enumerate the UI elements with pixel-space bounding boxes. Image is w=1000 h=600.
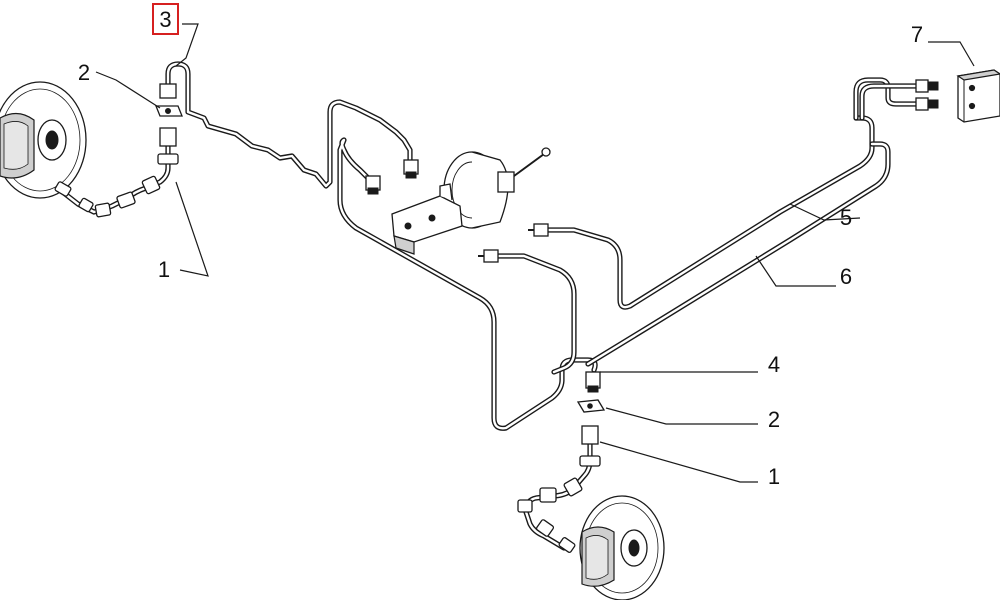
right-upper-pipes xyxy=(853,77,939,121)
callout-highlight-box xyxy=(152,3,179,35)
callout-label: 7 xyxy=(911,22,923,47)
callout-2-left: 2 xyxy=(78,60,90,85)
callout-3: 3 xyxy=(152,3,179,35)
callout-6: 6 xyxy=(840,264,852,289)
callout-label: 6 xyxy=(840,264,852,289)
callout-5: 5 xyxy=(840,205,852,230)
callout-label: 5 xyxy=(840,205,852,230)
callout-1-lower: 1 xyxy=(768,464,780,489)
left-clip xyxy=(155,105,183,117)
callout-1-left: 1 xyxy=(158,257,170,282)
lower-clip xyxy=(576,399,606,413)
middle-pipes xyxy=(478,115,891,375)
callout-label: 4 xyxy=(768,352,780,377)
brake-booster-master-cylinder xyxy=(391,147,551,255)
callout-4: 4 xyxy=(768,352,780,377)
callout-2-lower: 2 xyxy=(768,407,780,432)
lower-brake-disc xyxy=(579,495,665,600)
lower-flex-hose xyxy=(517,425,601,553)
callout-7: 7 xyxy=(911,22,923,47)
callout-label: 1 xyxy=(158,257,170,282)
long-lower-pipe xyxy=(337,137,598,431)
lower-union xyxy=(585,371,601,393)
left-brake-disc xyxy=(0,81,87,199)
callout-label: 3 xyxy=(159,7,171,32)
callout-label: 2 xyxy=(768,407,780,432)
callout-label: 2 xyxy=(78,60,90,85)
callout-label: 1 xyxy=(768,464,780,489)
leader-lines xyxy=(95,23,975,483)
left-flex-hose xyxy=(54,127,179,218)
left-rigid-pipe xyxy=(159,61,419,189)
brake-junction-block xyxy=(956,69,1000,123)
